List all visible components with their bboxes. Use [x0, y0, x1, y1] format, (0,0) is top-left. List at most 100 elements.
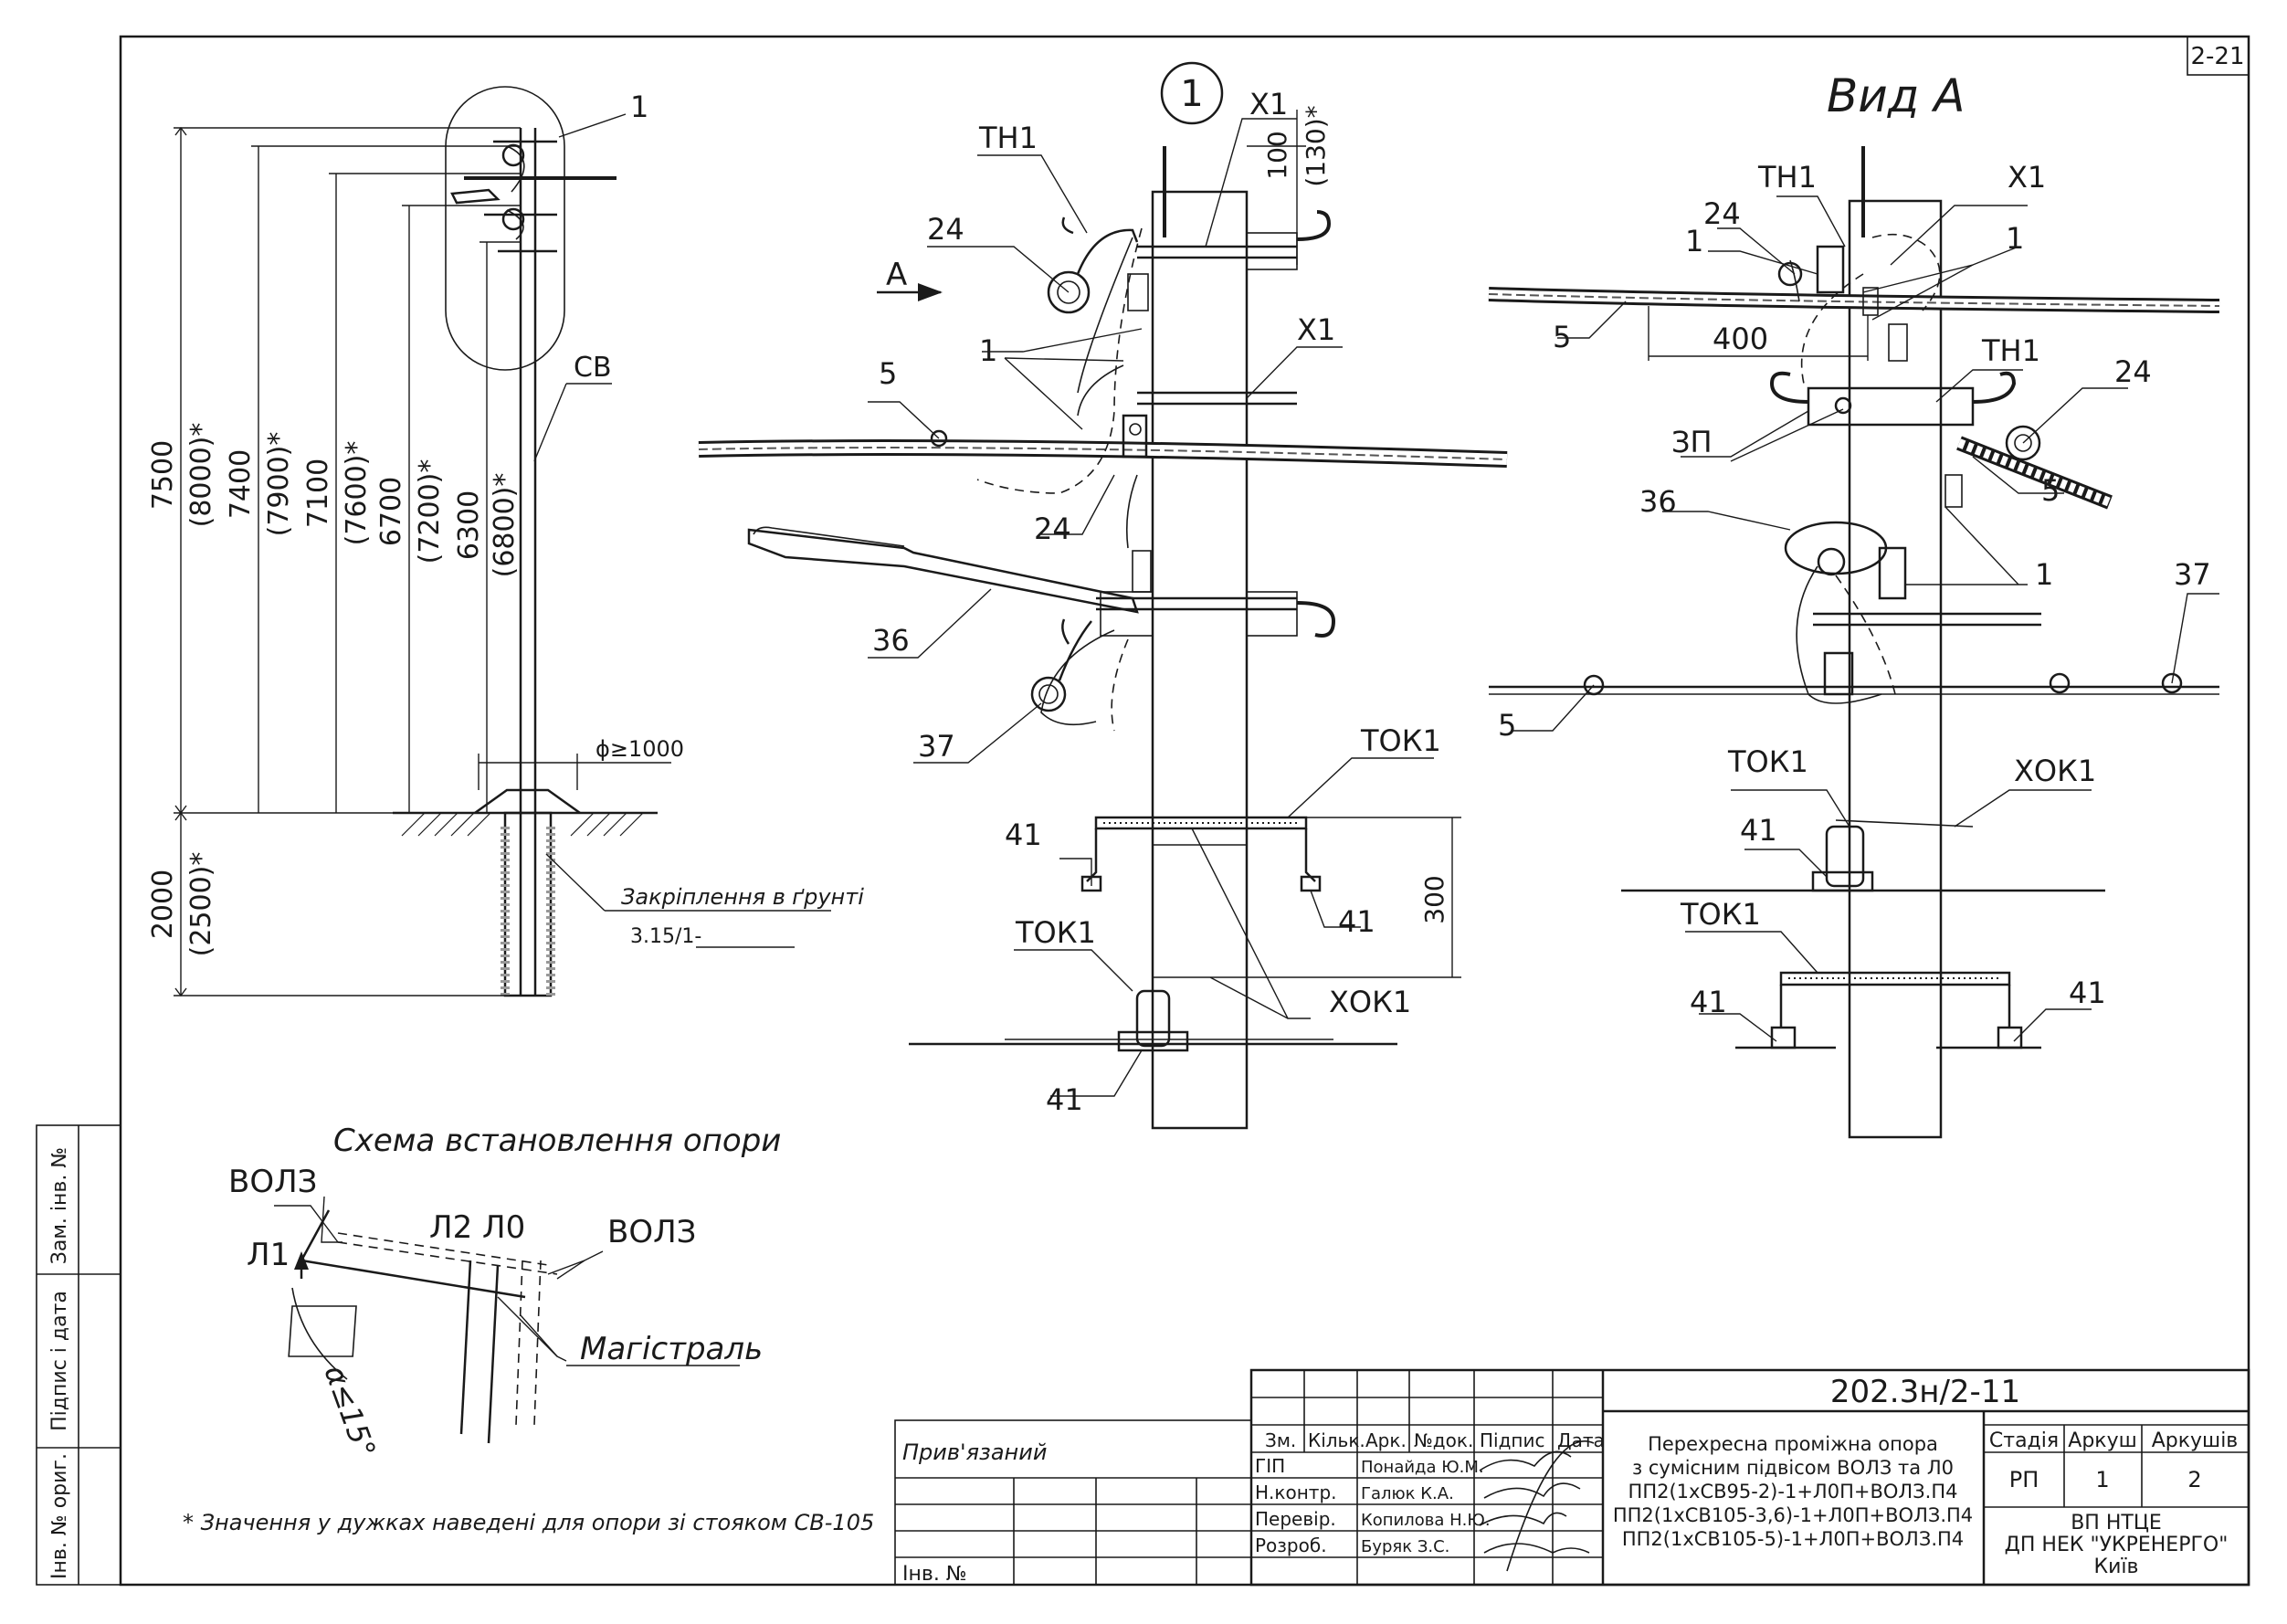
role-rozrob: Розроб.	[1255, 1534, 1327, 1556]
detail-x1-mid: Х1	[1297, 312, 1335, 347]
name-nkontr: Галюк К.А.	[1361, 1484, 1454, 1503]
name-rozrob: Буряк З.С.	[1361, 1537, 1449, 1556]
tower-callout-number: 1	[630, 90, 648, 124]
title-block: Прив'язаний Інв. № Зм. Кільк. Арк. №док.…	[894, 1368, 2250, 1587]
view-a-tok1-b: ТОК1	[1680, 897, 1761, 932]
detail-dim-130: (130)*	[1301, 105, 1331, 186]
role-nkontr: Н.контр.	[1255, 1482, 1337, 1503]
dim-7200: (7200)*	[414, 459, 446, 564]
view-a-41b: 41	[1690, 985, 1727, 1019]
view-a-36: 36	[1639, 484, 1677, 519]
height-dimension-lines	[174, 126, 521, 997]
dim-7500: 7500	[147, 440, 179, 510]
view-a-x1: Х1	[2008, 160, 2046, 195]
view-a-24-top: 24	[1703, 196, 1741, 231]
view-a-leaders	[1512, 195, 2219, 1042]
installation-scheme: Схема встановлення опори ВОЛЗ Л1 Л2 Л0 В…	[228, 1123, 781, 1462]
view-a-th1-top: ТН1	[1757, 160, 1817, 195]
view-a-1a: 1	[1685, 224, 1703, 258]
name-gip: Понайда Ю.М.	[1361, 1458, 1484, 1477]
view-a-24-right: 24	[2114, 354, 2152, 389]
tower-head-hardware	[450, 140, 617, 253]
detail-xok1: ХОК1	[1329, 985, 1411, 1019]
col-header-ark: Арк.	[1365, 1429, 1407, 1451]
detail-41a: 41	[1005, 817, 1042, 852]
side-stamp: Зам. інв. № Підпис і дата Інв. № ориг.	[36, 1124, 121, 1586]
foundation-caption: Закріплення в ґрунті	[621, 884, 864, 910]
view-a-zp: ЗП	[1671, 425, 1713, 459]
view-a-xok1: ХОК1	[2014, 754, 2096, 788]
dim-6300: 6300	[453, 490, 485, 560]
description-line-4: ПП2(1хСВ105-3,6)-1+Л0П+ВОЛЗ.П4	[1613, 1504, 1973, 1526]
detail-dim-100: 100	[1262, 131, 1292, 179]
stage-header: Стадія	[1989, 1429, 2059, 1452]
org-line-1: ВП НТЦЕ	[2071, 1512, 2162, 1534]
col-header-zm: Зм.	[1265, 1429, 1296, 1451]
col-header-data: Дата	[1557, 1429, 1605, 1451]
foundation-ref: 3.15/1-	[630, 925, 701, 948]
dim-6800: (6800)*	[489, 473, 521, 578]
foundation-pit	[503, 811, 553, 997]
view-a-5c: 5	[1498, 708, 1516, 743]
scheme-vol3-left: ВОЛЗ	[228, 1164, 317, 1200]
stamp-replaced-inv: Зам. інв. №	[48, 1147, 71, 1265]
detail-24a: 24	[927, 212, 964, 247]
detail-41c: 41	[1046, 1082, 1083, 1117]
role-gip: ГІП	[1255, 1455, 1285, 1477]
view-a-1c: 1	[2035, 557, 2053, 592]
view-a-37: 37	[2174, 557, 2211, 592]
description-line-2: з сумісним підвісом ВОЛЗ та Л0	[1632, 1457, 1954, 1479]
detail-callout-number: 1	[1180, 73, 1203, 115]
dim-7600: (7600)*	[341, 441, 373, 546]
view-a-dim-400: 400	[1713, 322, 1768, 356]
scheme-vol3-right: ВОЛЗ	[607, 1214, 696, 1250]
detail-pole	[1151, 190, 1249, 1130]
col-header-pidpys: Підпис	[1480, 1429, 1545, 1451]
view-a-title: Вид А	[1827, 69, 1965, 122]
sheet-header: Аркуш	[2068, 1429, 2136, 1452]
stage-value: РП	[2009, 1467, 2039, 1492]
view-a-5a: 5	[1553, 320, 1571, 354]
doc-code: 202.3н/2-11	[1830, 1374, 2020, 1410]
dim-7100: 7100	[302, 459, 334, 528]
scheme-block	[288, 1305, 357, 1357]
diameter-dim: ϕ≥1000	[595, 736, 684, 762]
view-a-41a: 41	[1740, 813, 1777, 848]
tower-overview: 1 СВ	[147, 86, 864, 997]
detail-dim-300: 300	[1419, 875, 1449, 923]
detail-lower-hardware	[909, 816, 1397, 1052]
detail-leaders	[868, 118, 1434, 1097]
name-perevir: Копилова Н.Ю.	[1361, 1511, 1491, 1530]
sheets-value: 2	[2187, 1467, 2201, 1492]
tower-callout-capsule	[445, 86, 565, 371]
col-header-ndoc: №док.	[1414, 1429, 1473, 1451]
dim-2500: (2500)*	[185, 852, 217, 957]
detail-36: 36	[872, 623, 910, 658]
detail-1: 1	[698, 61, 1508, 1130]
view-a-th1-mid: ТН1	[1981, 333, 2040, 368]
scheme-l2l0: Л2 Л0	[429, 1209, 525, 1246]
sheet-code: 2-21	[2190, 43, 2244, 70]
footnote: * Значення у дужках наведені для опори з…	[183, 1510, 874, 1535]
scheme-l1: Л1	[247, 1237, 290, 1273]
scheme-angle-arc	[291, 1287, 348, 1380]
detail-tok1-a: ТОК1	[1360, 723, 1441, 758]
detail-1: 1	[979, 333, 997, 368]
dim-7900: (7900)*	[263, 432, 295, 537]
detail-brackets	[1096, 210, 1336, 638]
role-perevir: Перевір.	[1255, 1508, 1336, 1530]
org-line-2: ДП НЕК "УКРЕНЕРГО"	[2005, 1534, 2229, 1556]
pole-label: СВ	[574, 352, 612, 384]
stamp-sign-date: Підпис і дата	[48, 1291, 71, 1431]
detail-24b: 24	[1034, 511, 1071, 546]
col-header-kilk: Кільк.	[1308, 1429, 1365, 1451]
signatures	[1479, 1440, 1595, 1572]
detail-37: 37	[918, 729, 955, 764]
sheet-value: 1	[2095, 1467, 2109, 1492]
scheme-title: Схема встановлення опори	[333, 1123, 781, 1159]
view-a: Вид А	[1488, 69, 2220, 1139]
dim-8000: (8000)*	[185, 423, 217, 528]
view-a-5b: 5	[2041, 473, 2060, 508]
detail-41b: 41	[1338, 904, 1375, 939]
